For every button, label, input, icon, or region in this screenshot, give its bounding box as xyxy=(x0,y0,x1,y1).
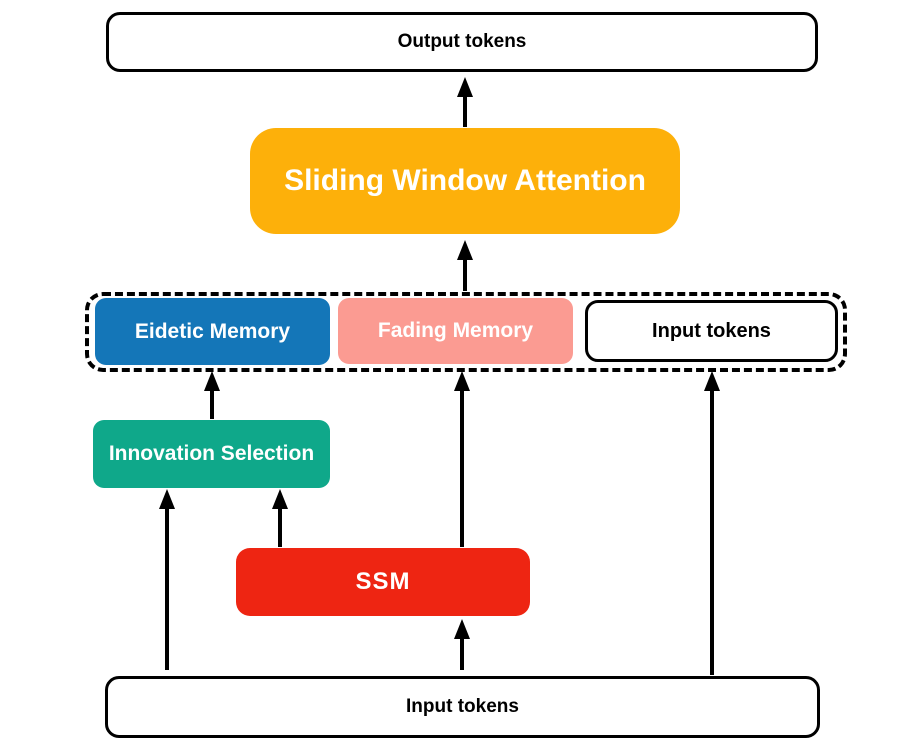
innovation-selection-label: Innovation Selection xyxy=(108,442,315,465)
ssm-box: SSM xyxy=(236,548,530,616)
arrow-input-tokens-to-innovation-selection xyxy=(159,489,175,670)
sliding-window-attention-label: Sliding Window Attention xyxy=(284,164,646,197)
input-tokens-bottom-box: Input tokens xyxy=(105,676,820,738)
arrow-memory-group-to-swa xyxy=(457,240,473,291)
ssm-label: SSM xyxy=(355,568,411,595)
eidetic-memory-label: Eidetic Memory xyxy=(134,319,291,343)
output-tokens-label: Output tokens xyxy=(397,31,527,52)
arrow-up-icon xyxy=(454,371,470,391)
arrow-up-icon xyxy=(204,371,220,391)
input-tokens-inner-label: Input tokens xyxy=(652,319,771,342)
arrow-up-icon xyxy=(454,619,470,639)
arrow-ssm-to-fading-memory xyxy=(454,371,470,547)
arrow-innovation-selection-to-eidetic-memory xyxy=(204,371,220,419)
arrow-up-icon xyxy=(159,489,175,509)
arrow-ssm-to-innovation-selection xyxy=(272,489,288,547)
arrow-up-icon xyxy=(457,77,473,97)
fading-memory-box: Fading Memory xyxy=(338,298,573,364)
output-tokens-box: Output tokens xyxy=(106,12,818,72)
arrow-up-icon xyxy=(272,489,288,509)
fading-memory-label: Fading Memory xyxy=(377,319,534,342)
innovation-selection-box: Innovation Selection xyxy=(93,420,330,488)
arrow-input-tokens-to-inner-input-tokens xyxy=(704,371,720,675)
arrow-swa-to-output-tokens xyxy=(457,77,473,127)
arrow-input-tokens-to-ssm xyxy=(454,619,470,670)
input-tokens-bottom-label: Input tokens xyxy=(406,696,519,717)
input-tokens-inner-box: Input tokens xyxy=(585,300,838,362)
arrow-up-icon xyxy=(457,240,473,260)
eidetic-memory-box: Eidetic Memory xyxy=(95,298,330,365)
sliding-window-attention-box: Sliding Window Attention xyxy=(250,128,680,234)
arrow-up-icon xyxy=(704,371,720,391)
memory-group-dashed-container xyxy=(85,292,847,372)
